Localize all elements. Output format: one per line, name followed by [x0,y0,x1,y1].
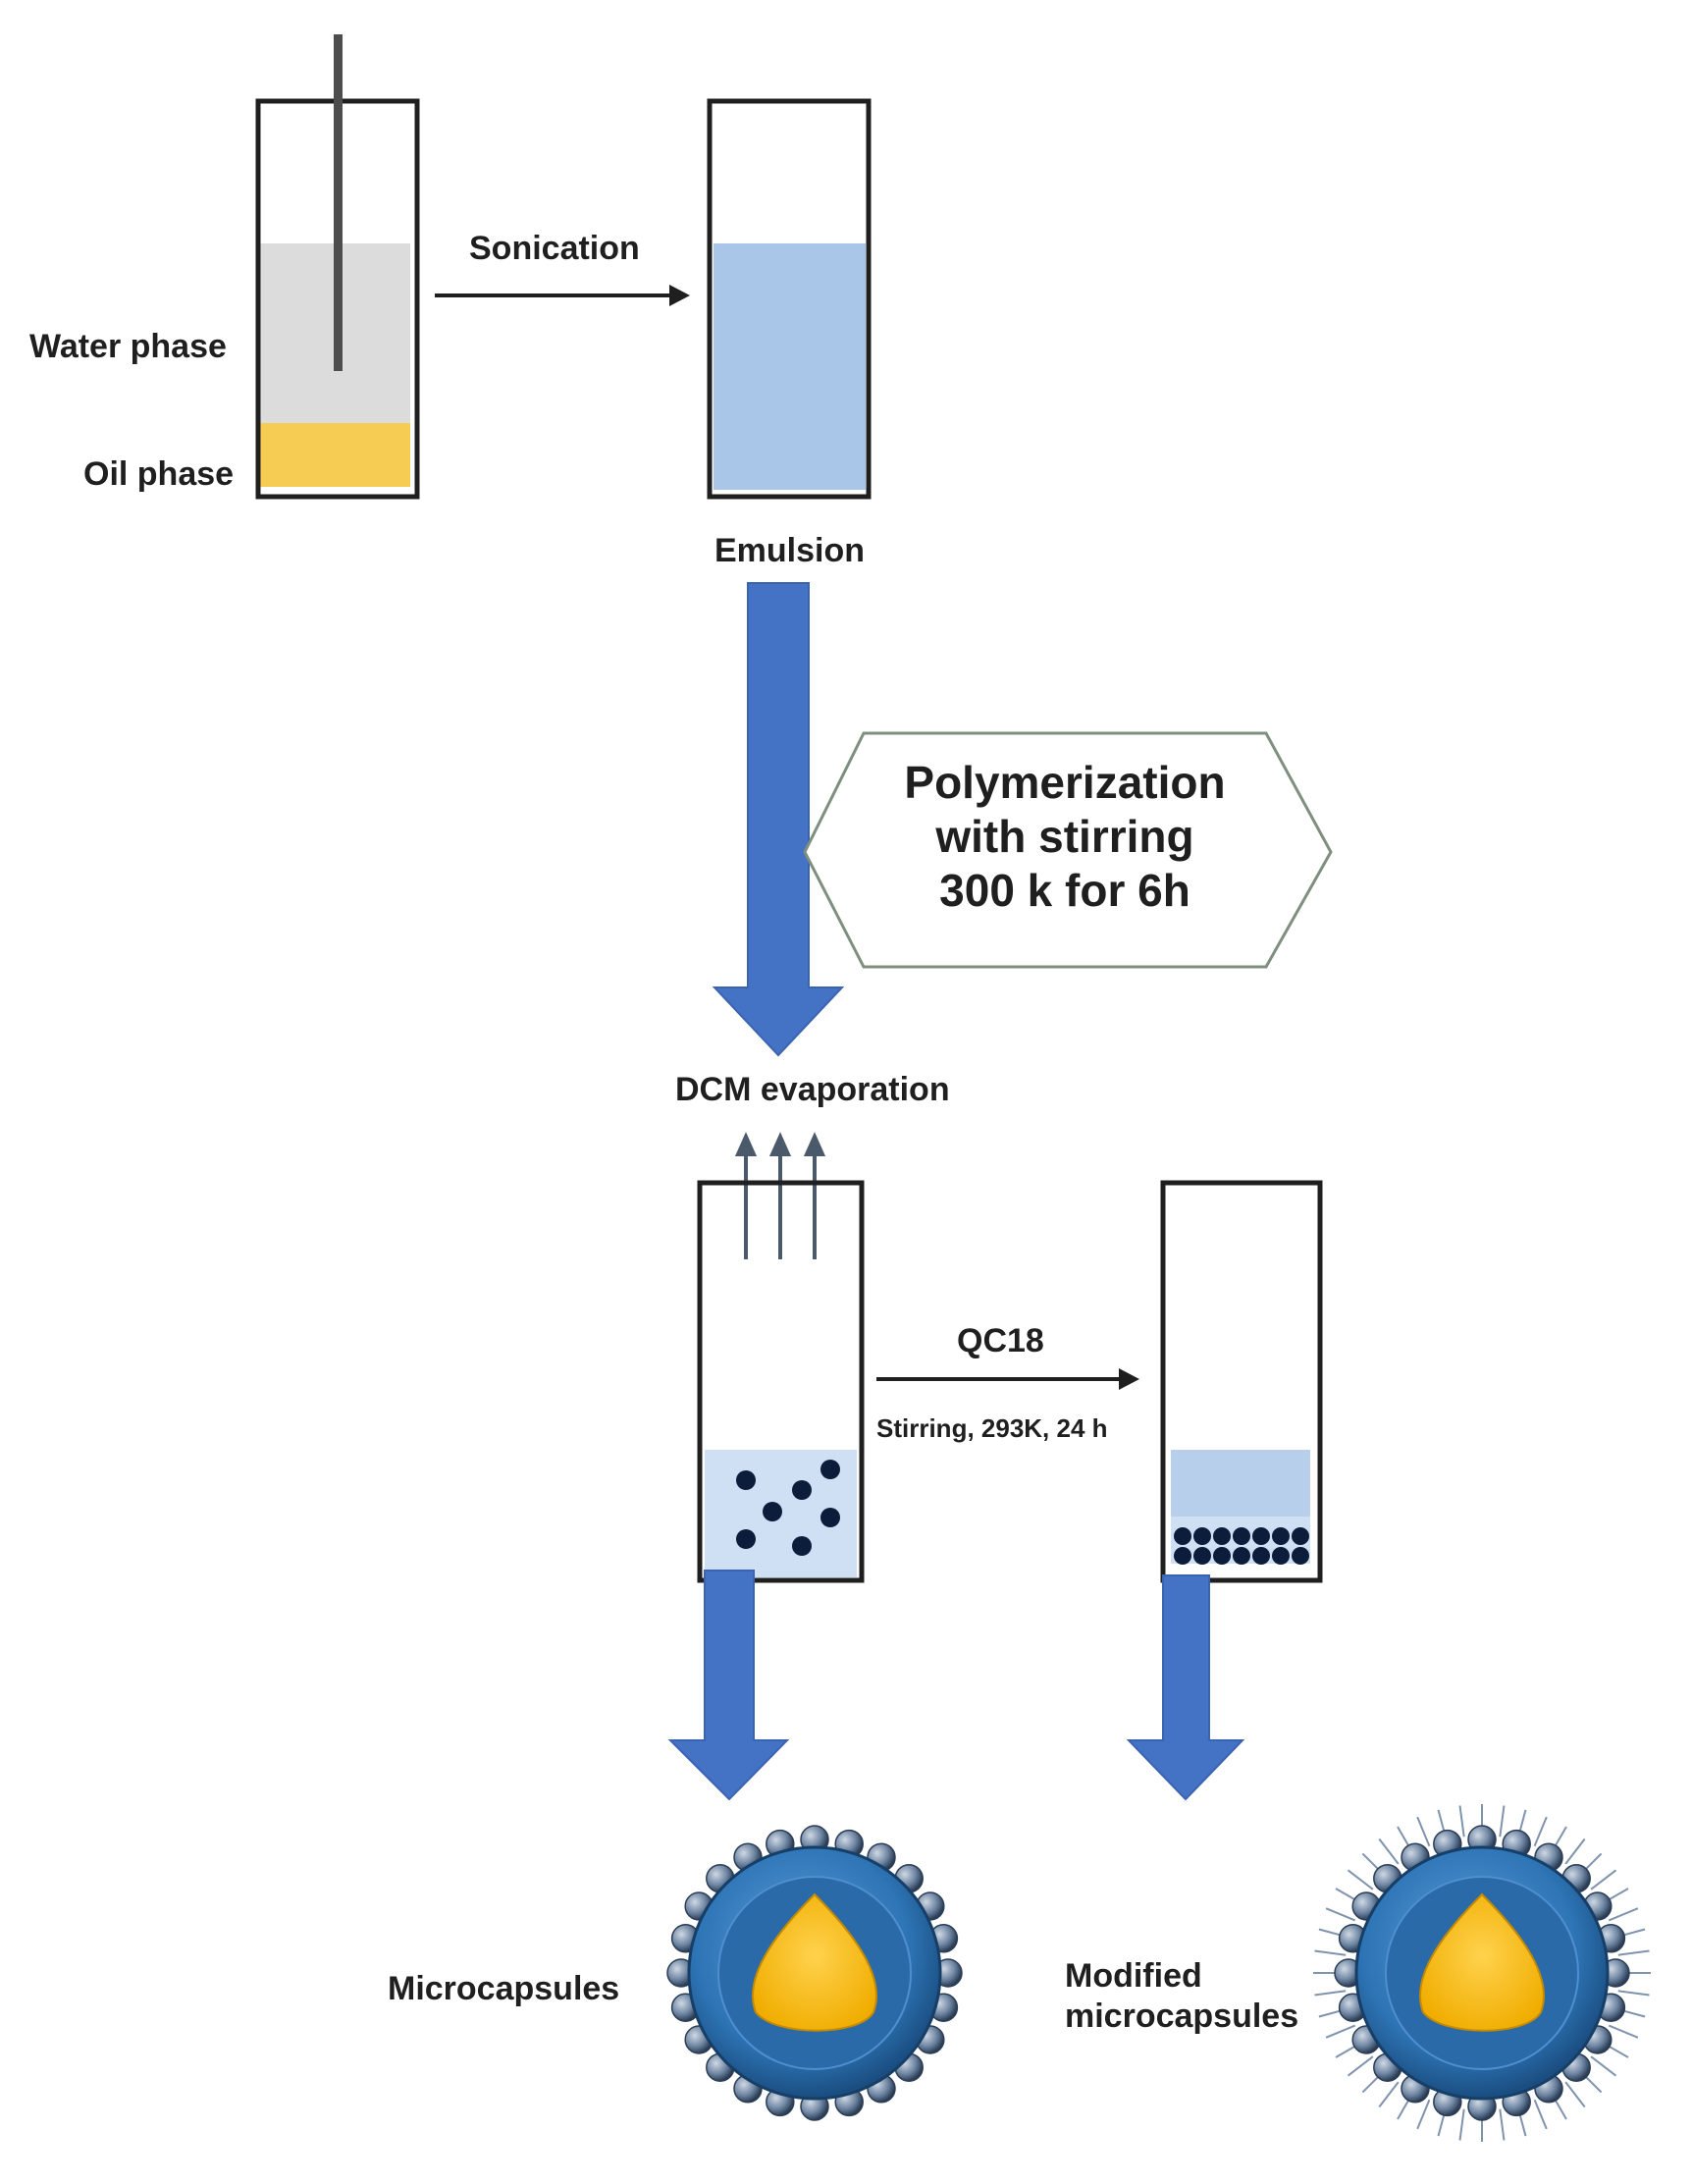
surface-chain [1564,2081,1586,2108]
qc18-arrow [876,1368,1139,1390]
polymerization-line-3: 300 k for 6h [939,865,1190,917]
oil-phase-layer [258,423,410,487]
capsule-core [1419,1892,1545,2032]
sonication-arrow [435,285,690,306]
surface-chain [1378,1838,1400,1865]
water-phase-label: Water phase [29,328,227,365]
modified-microcapsules-label: Modified microcapsules [1065,1956,1300,2037]
settled-particles [1174,1527,1309,1565]
surface-chain [1458,1805,1465,1838]
surface-chain [1314,1990,1347,1997]
beaker-3-outline [697,1180,865,1583]
sonication-label: Sonication [469,230,640,267]
surface-chain [1533,1816,1548,1847]
surface-chain [1458,2108,1465,2141]
beaker-emulsion [707,98,872,500]
surface-chain [1564,1838,1586,1865]
surface-chain [1416,2099,1431,2130]
surface-chain [1325,2024,1356,2039]
polymerization-callout [803,731,1333,969]
beaker-2-outline [707,98,872,500]
polymerization-flow-arrow [712,582,845,1057]
surface-chain [1590,1869,1617,1891]
modified-liquid [1171,1450,1310,1517]
surface-chain [1378,2081,1400,2108]
surface-chain [1617,1949,1650,1956]
sonication-probe [334,34,343,371]
surface-chain [1499,2108,1506,2141]
modified-microcapsule-illustration [1313,1804,1651,2142]
beaker-microcapsules [697,1180,865,1583]
surface-chain [1617,1990,1650,1997]
capsule-core [752,1892,877,2032]
surface-chain [1325,1907,1356,1922]
dcm-evaporation-label: DCM evaporation [675,1071,950,1108]
beaker-water-oil [255,34,420,500]
beaker-modified [1160,1180,1323,1583]
beaker-4-outline [1160,1180,1323,1583]
evaporation-arrows [734,1132,826,1259]
surface-chain [1314,1949,1347,1956]
polymerization-line-2: with stirring [935,811,1194,863]
surface-chain [1590,2055,1617,2077]
surface-chain [1499,1805,1506,1838]
polymerization-line-1: Polymerization [904,757,1226,808]
modified-label-line-1: Modified [1065,1957,1202,1995]
emulsion-label: Emulsion [714,532,866,569]
qc18-label: QC18 [957,1322,1044,1359]
surface-chains [1313,1804,1651,2142]
microcapsule-flow-arrow [667,1570,790,1801]
surface-chain [1533,2099,1548,2130]
surface-chain [1608,2024,1639,2039]
microcapsules-label: Microcapsules [388,1970,620,2007]
surface-chain [1416,1816,1431,1847]
modified-flow-arrow [1126,1574,1245,1801]
stirring-conditions-label: Stirring, 293K, 24 h [876,1413,1108,1443]
surface-chain [1347,2055,1374,2077]
polymerization-callout-text: Polymerization with stirring 300 k for 6… [864,756,1266,919]
modified-label-line-2: microcapsules [1065,1997,1299,2035]
microcapsule-illustration [666,1825,963,2121]
suspended-particles [736,1460,840,1556]
surface-chain [1608,1907,1639,1922]
surface-chain [1347,1869,1374,1891]
emulsion-liquid [714,243,866,490]
oil-phase-label: Oil phase [83,455,235,493]
